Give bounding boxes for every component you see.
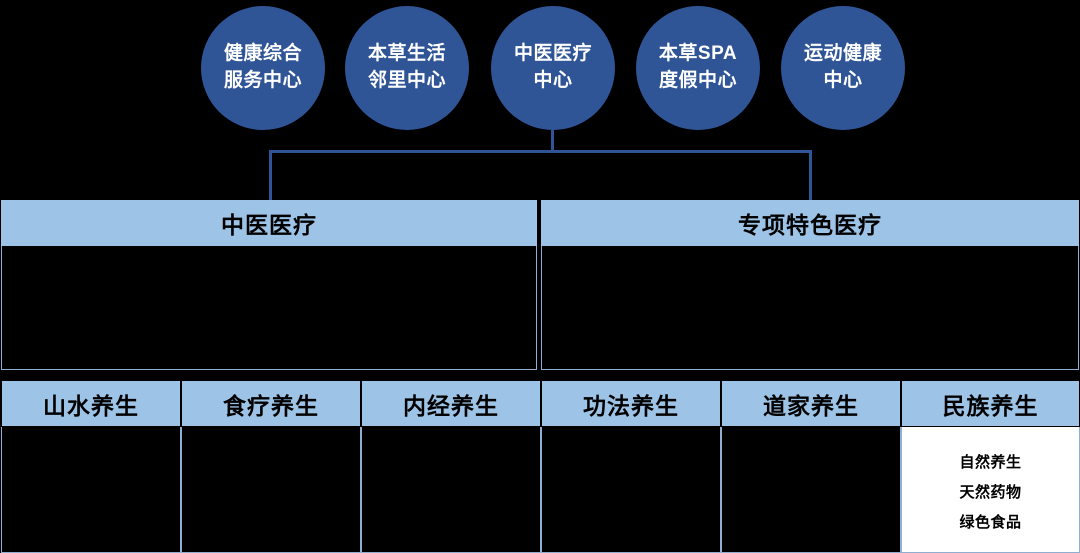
panel-title-tcm-medical: 中医医疗 <box>1 200 537 246</box>
column-ethnic-wellness[interactable]: 民族养生 自然养生 天然药物 绿色食品 <box>901 380 1080 553</box>
column-neijing-wellness[interactable]: 内经养生 <box>361 380 541 553</box>
sub-item-green-food: 绿色食品 <box>959 514 1022 531</box>
column-body-diet-therapy-wellness <box>181 427 361 553</box>
panel-body-specialty-medical <box>541 246 1079 370</box>
column-gongfa-wellness[interactable]: 功法养生 <box>541 380 721 553</box>
column-taoist-wellness[interactable]: 道家养生 <box>721 380 901 553</box>
column-body-gongfa-wellness <box>541 427 721 553</box>
column-title-diet-therapy-wellness: 食疗养生 <box>181 380 361 427</box>
circle-line-2: 服务中心 <box>223 70 302 91</box>
column-title-ethnic-wellness: 民族养生 <box>901 380 1080 427</box>
circle-line-2: 中心 <box>823 70 863 91</box>
circle-line-2: 度假中心 <box>658 70 737 91</box>
circle-line-1: 本草生活 <box>367 43 446 65</box>
sub-item-natural-medicine: 天然药物 <box>959 484 1022 501</box>
column-landscape-wellness[interactable]: 山水养生 <box>1 380 181 553</box>
connector-horizontal-bar <box>269 150 812 153</box>
column-title-neijing-wellness: 内经养生 <box>361 380 541 427</box>
column-body-taoist-wellness <box>721 427 901 553</box>
column-body-ethnic-wellness: 自然养生 天然药物 绿色食品 <box>901 427 1080 553</box>
column-title-landscape-wellness: 山水养生 <box>1 380 181 427</box>
node-circle-tcm-medical-center[interactable]: 中医医疗 中心 <box>491 6 615 130</box>
panel-title-specialty-medical: 专项特色医疗 <box>541 200 1079 246</box>
panel-body-tcm-medical <box>1 246 537 370</box>
connector-stem-vertical <box>551 130 554 152</box>
column-title-taoist-wellness: 道家养生 <box>721 380 901 427</box>
circle-line-2: 中心 <box>533 70 573 91</box>
column-body-landscape-wellness <box>1 427 181 553</box>
circle-line-1: 运动健康 <box>803 43 882 65</box>
connector-branch-left <box>269 150 272 200</box>
connector-branch-right <box>809 150 812 200</box>
circle-line-1: 本草SPA <box>658 43 738 65</box>
circle-line-1: 中医医疗 <box>513 43 592 65</box>
node-circle-herbal-spa-resort-center[interactable]: 本草SPA 度假中心 <box>636 6 760 130</box>
circle-line-2: 邻里中心 <box>367 70 446 91</box>
node-circle-herbal-life-neighborhood-center[interactable]: 本草生活 邻里中心 <box>345 6 469 130</box>
node-circle-sports-health-center[interactable]: 运动健康 中心 <box>781 6 905 130</box>
column-body-neijing-wellness <box>361 427 541 553</box>
sub-item-natural-wellness: 自然养生 <box>959 454 1022 471</box>
column-title-gongfa-wellness: 功法养生 <box>541 380 721 427</box>
node-circle-health-comprehensive-service-center[interactable]: 健康综合 服务中心 <box>201 6 325 130</box>
circle-line-1: 健康综合 <box>223 43 302 65</box>
column-diet-therapy-wellness[interactable]: 食疗养生 <box>181 380 361 553</box>
panel-specialty-medical[interactable]: 专项特色医疗 <box>541 200 1079 370</box>
panel-tcm-medical[interactable]: 中医医疗 <box>1 200 537 370</box>
